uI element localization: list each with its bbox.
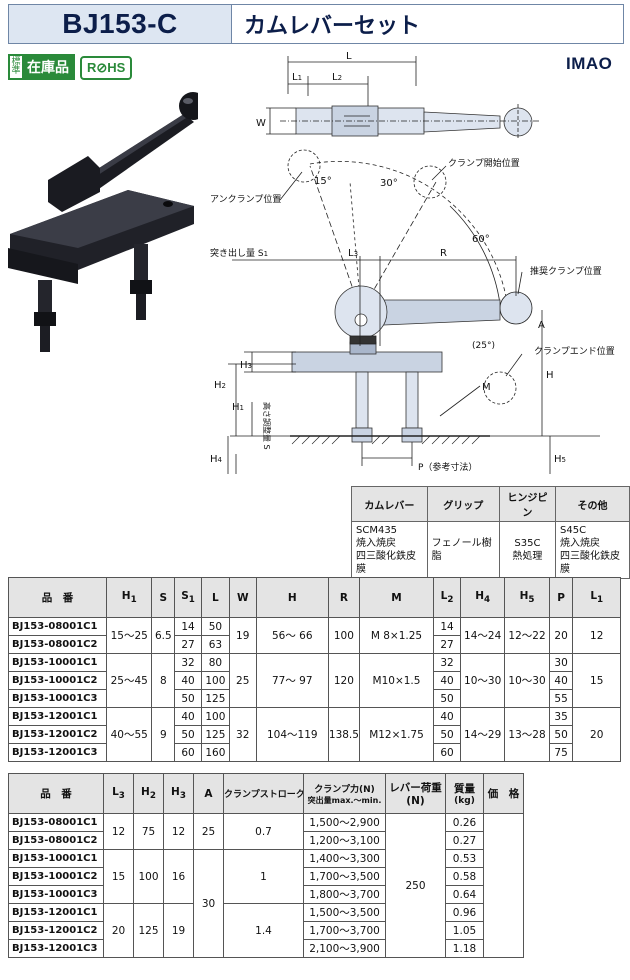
svg-text:(25°): (25°): [472, 341, 495, 351]
svg-text:30°: 30°: [380, 178, 398, 189]
spec-table-dimensions: 品 番 H1 S S1 L W H R M L2 H4 H5 P L1 BJ15…: [7, 577, 621, 762]
svg-text:M: M: [482, 382, 491, 393]
table-row: BJ153-10001C1 15 100 16 30 1 1,400～3,300…: [8, 849, 524, 958]
svg-text:R: R: [440, 248, 447, 259]
spec-table-performance: 品 番 L3 H2 H3 A クランプストローク クランプ力(N)突出量max.…: [8, 773, 524, 958]
svg-text:H5: H5: [554, 454, 566, 465]
grip-knob: [179, 92, 198, 120]
table-row: BJ153-10001C2 40 100 40 40: [7, 671, 621, 690]
svg-text:突き出し量 S1: 突き出し量 S1: [210, 247, 268, 259]
cam-head: [48, 156, 100, 212]
table-row: BJ153-08001C1 12 75 12 25 0.7 1,500～2,90…: [8, 813, 524, 958]
materials-header: カムレバー: [351, 486, 428, 522]
materials-header: グリップ: [426, 486, 500, 522]
table-row: BJ153-12001C3 60 160 60 75: [7, 743, 621, 762]
standard-stock-badge: 標 準 在庫品: [8, 54, 75, 80]
svg-text:P（参考寸法）: P（参考寸法）: [418, 461, 477, 473]
table-row: BJ153-08001C1 15～25 6.5 14 50 19 56～ 66 …: [7, 617, 621, 654]
svg-text:H3: H3: [240, 360, 252, 371]
table-row: BJ153-10001C3 50 125 50 55: [7, 689, 621, 708]
table-row: BJ153-12001C3 2,100～3,900 1.18: [8, 939, 524, 958]
dimension-drawing: L L1 L2 W 15° 30° 60° (25°) クランプ開始位置 アンク…: [210, 51, 615, 474]
svg-text:クランプ開始位置: クランプ開始位置: [448, 157, 520, 169]
stud-bolt: [38, 280, 52, 314]
lever-arm: [74, 114, 194, 198]
product-photo: [8, 92, 198, 352]
brand-logo: IMAO: [566, 54, 613, 73]
materials-header: その他: [555, 486, 630, 522]
svg-text:H4: H4: [210, 454, 223, 465]
svg-text:L: L: [346, 51, 352, 62]
svg-text:L3: L3: [348, 248, 358, 259]
svg-text:H: H: [546, 370, 554, 381]
model-title: BJ153-C: [9, 5, 232, 43]
svg-text:クランプエンド位置: クランプエンド位置: [534, 345, 615, 357]
svg-text:H2: H2: [214, 380, 226, 391]
title-bar: BJ153-C カムレバーセット: [8, 4, 624, 44]
materials-cell: フェノール樹脂: [426, 521, 500, 579]
table-row: BJ153-08001C2 27 63 27: [7, 635, 621, 654]
svg-text:L2: L2: [332, 72, 342, 83]
materials-header: ヒンジピン: [498, 486, 557, 522]
table-row: BJ153-12001C1 40～55 9 40 100 32 104～119 …: [7, 707, 621, 762]
svg-text:W: W: [256, 118, 266, 129]
table-row: BJ153-10001C1 25～45 8 32 80 25 77～ 97 12…: [7, 653, 621, 708]
stud-bolt: [134, 244, 148, 284]
svg-text:60°: 60°: [472, 234, 490, 245]
svg-text:高さ調整量 S: 高さ調整量 S: [262, 402, 272, 450]
svg-text:H1: H1: [232, 402, 244, 413]
table-row: BJ153-12001C1 20 125 19 1.4 1,500～3,500 …: [8, 903, 524, 958]
svg-text:アンクランプ位置: アンクランプ位置: [210, 193, 281, 205]
svg-text:推奨クランプ位置: 推奨クランプ位置: [530, 265, 602, 277]
svg-text:A: A: [538, 320, 545, 331]
table-row: BJ153-12001C2 1,700～3,700 1.05: [8, 921, 524, 940]
product-name: カムレバーセット: [244, 14, 421, 39]
rohs-badge: R⊘HS: [80, 56, 133, 80]
svg-text:L1: L1: [292, 72, 302, 83]
svg-text:15°: 15°: [314, 176, 332, 187]
